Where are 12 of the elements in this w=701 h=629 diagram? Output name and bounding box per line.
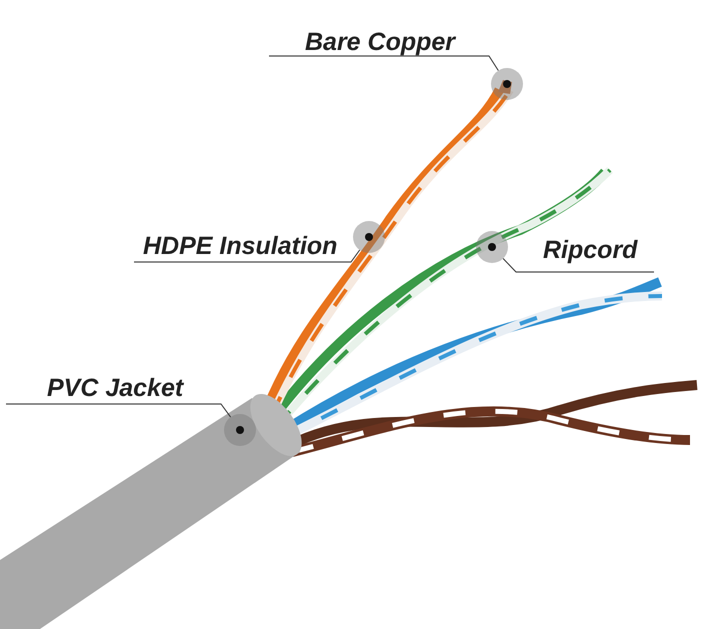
part-label: PVC Jacket [5,374,222,405]
leader-line [268,56,499,71]
callout-marker [491,68,523,100]
leader-line [6,404,232,418]
callout-marker [353,221,385,253]
callout-marker [476,231,508,263]
leader-line [502,258,654,272]
leader-line [134,250,360,262]
callout-marker [224,414,256,446]
part-label: Ripcord [515,236,655,273]
part-label: Bare Copper [268,28,490,57]
part-label: HDPE Insulation [133,232,352,263]
